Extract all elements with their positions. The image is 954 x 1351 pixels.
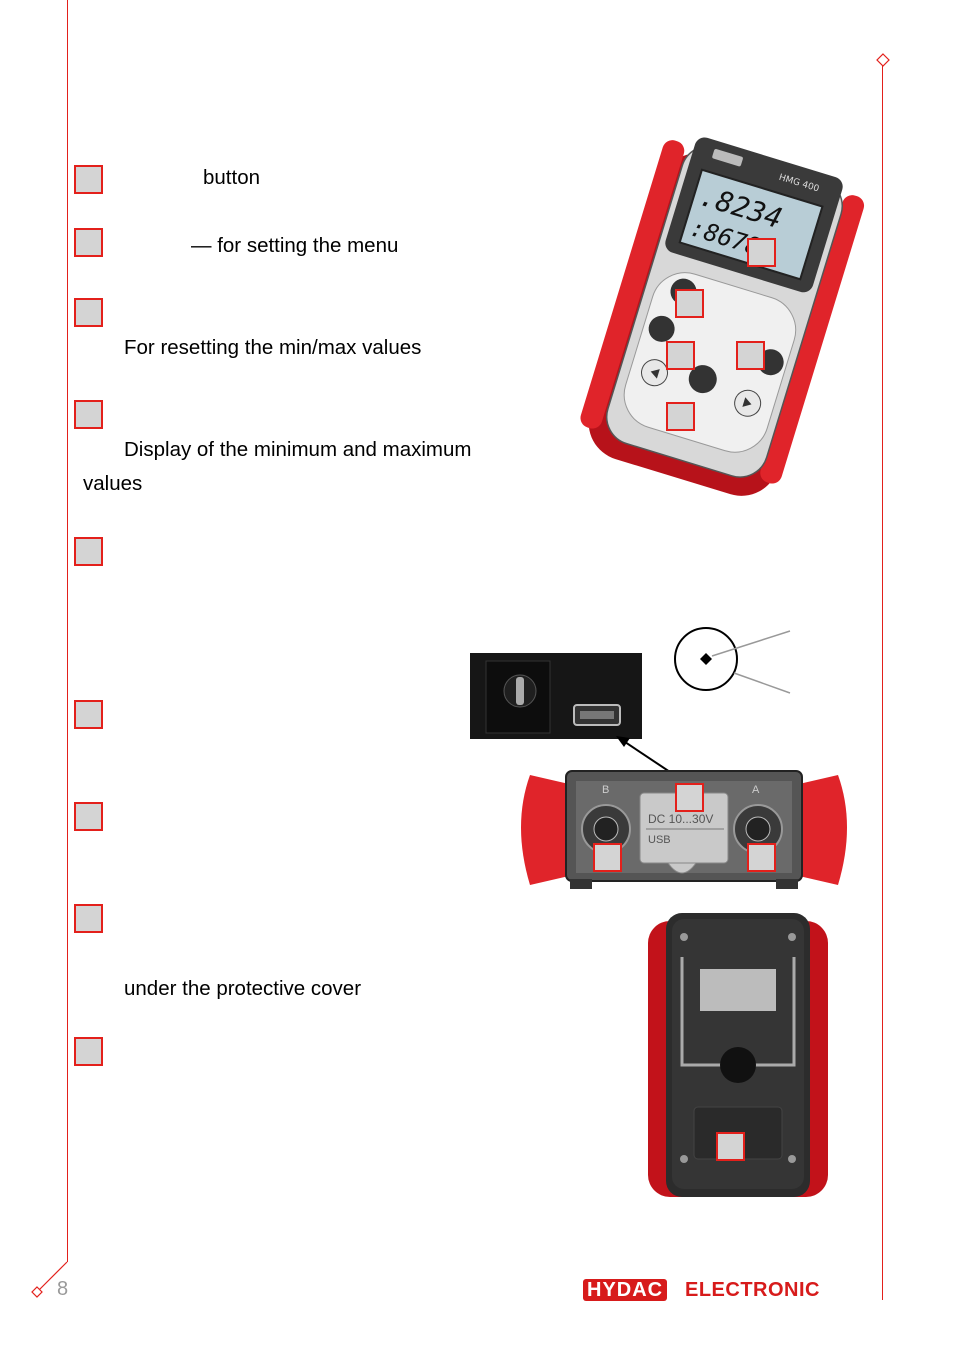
device-top-figure: DC 10...30V USB B A [521, 770, 847, 889]
device-rear-figure [648, 913, 828, 1197]
device-marker-button-3 [736, 341, 765, 370]
marker-3 [74, 298, 103, 327]
item-text-button: button [203, 166, 260, 189]
hydac-logo: HYDAC ELECTRONIC [583, 1279, 845, 1303]
device-marker-button-1 [675, 289, 704, 318]
right-margin-line [882, 66, 883, 1300]
item-text-display: Display of the minimum and maximum [124, 438, 472, 461]
bottom-left-corner-icon [31, 1261, 68, 1298]
left-margin-line [67, 0, 68, 1262]
logo-text: ELECTRONIC [685, 1279, 820, 1301]
rear-marker-battery [716, 1132, 745, 1161]
device-front-figure: .8234 :8678 HMG 400 [580, 137, 865, 496]
marker-1 [74, 165, 103, 194]
marker-5 [74, 537, 103, 566]
marker-7 [74, 802, 103, 831]
marker-4 [74, 400, 103, 429]
device-marker-display [747, 238, 776, 267]
marker-2 [74, 228, 103, 257]
top-label-b: B [602, 784, 609, 796]
marker-9 [74, 1037, 103, 1066]
marker-6 [74, 700, 103, 729]
connector-detail-figure [470, 653, 642, 739]
item-text-values: values [83, 472, 143, 495]
marker-8 [74, 904, 103, 933]
page-number: 8 [57, 1278, 69, 1300]
power-jack-icon [503, 674, 537, 708]
item-text-reset: For resetting the min/max values [124, 336, 422, 359]
top-label-usb: USB [648, 834, 671, 846]
top-marker-b [593, 843, 622, 872]
item-text-cover: under the protective cover [124, 977, 362, 1000]
top-marker-a [747, 843, 776, 872]
logo-box: HYDAC [583, 1279, 668, 1301]
top-label-dc: DC 10...30V [648, 812, 713, 826]
device-marker-button-4 [666, 402, 695, 431]
device-marker-button-2 [666, 341, 695, 370]
top-right-diamond-icon [876, 53, 890, 67]
item-text-menu: — for setting the menu [191, 234, 399, 257]
top-label-a: A [752, 784, 760, 796]
magnifier-circle-icon [674, 627, 791, 694]
usb-port-icon [573, 704, 621, 726]
top-marker-usb [675, 783, 704, 812]
